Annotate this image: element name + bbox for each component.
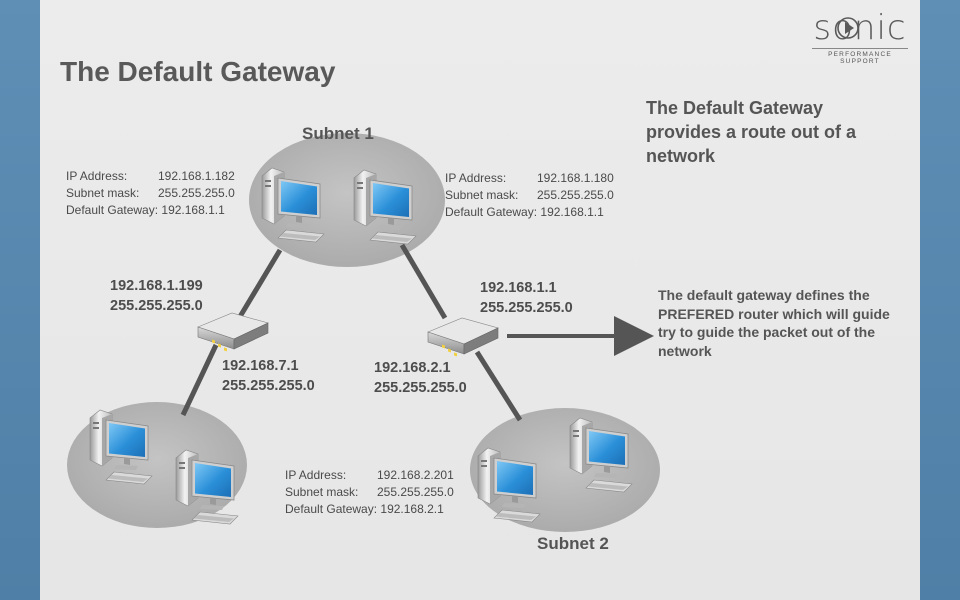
- mask-value: 255.255.255.0: [222, 378, 315, 394]
- link-left-router-subnet3: [180, 343, 219, 417]
- ip-label: IP Address:: [445, 171, 507, 185]
- logo-play-icon: [837, 17, 859, 39]
- gateway-value: 192.168.2.1: [380, 502, 444, 516]
- ip-label: IP Address:: [66, 169, 128, 183]
- sonic-logo: sonic PERFORMANCE SUPPORT: [812, 10, 908, 65]
- ip-value: 192.168.1.180: [537, 171, 614, 185]
- gateway-label: Default Gateway:: [285, 502, 378, 516]
- mask-value: 255.255.255.0: [537, 188, 614, 202]
- mask-value: 255.255.255.0: [110, 298, 203, 314]
- headline: The Default Gateway provides a route out…: [646, 98, 857, 166]
- subnet-2-label: Subnet 2: [537, 534, 609, 553]
- host-info-201: IP Address: 192.168.2.201 Subnet mask: 255…: [285, 467, 454, 518]
- mask-label: Subnet mask:: [285, 485, 359, 499]
- host-info-180: IP Address: 192.168.1.180 Subnet mask: 255…: [445, 170, 614, 221]
- ip-value: 192.168.7.1: [222, 358, 299, 374]
- right-router-upper-address: 192.168.1.1 255.255.255.0: [480, 278, 573, 318]
- right-router-lower-address: 192.168.2.1 255.255.255.0: [374, 358, 467, 398]
- mask-label: Subnet mask:: [66, 186, 140, 200]
- ip-value: 192.168.2.1: [374, 360, 451, 376]
- ip-value: 192.168.1.1: [480, 280, 557, 296]
- slide: sonic PERFORMANCE SUPPORT The Default Ga…: [40, 0, 920, 600]
- logo-tagline: PERFORMANCE SUPPORT: [812, 48, 908, 65]
- mask-label: Subnet mask:: [445, 188, 519, 202]
- ip-value: 192.168.2.201: [377, 468, 454, 482]
- mask-value: 255.255.255.0: [374, 380, 467, 396]
- link-subnet1-right-router: [399, 243, 448, 320]
- host-info-182: IP Address: 192.168.1.182 Subnet mask: 255…: [66, 168, 235, 219]
- subnet-1-label: Subnet 1: [302, 124, 374, 143]
- mask-value: 255.255.255.0: [480, 300, 573, 316]
- gateway-label: Default Gateway:: [445, 205, 538, 219]
- gateway-value: 192.168.1.1: [540, 205, 604, 219]
- router-icon: [427, 317, 499, 357]
- ip-label: IP Address:: [285, 468, 347, 482]
- left-router-lower-address: 192.168.7.1 255.255.255.0: [222, 356, 315, 396]
- gateway-note: The default gateway defines the PREFERED…: [658, 287, 890, 359]
- ip-value: 192.168.1.182: [158, 169, 235, 183]
- page-title: The Default Gateway: [60, 56, 336, 87]
- mask-value: 255.255.255.0: [377, 485, 454, 499]
- link-right-router-subnet2: [474, 350, 523, 422]
- router-icon: [197, 312, 269, 352]
- left-router-upper-address: 192.168.1.199 255.255.255.0: [110, 276, 203, 316]
- network-diagram: [67, 17, 859, 532]
- gateway-value: 192.168.1.1: [161, 203, 225, 217]
- play-icon: [845, 22, 854, 34]
- gateway-label: Default Gateway:: [66, 203, 159, 217]
- ip-value: 192.168.1.199: [110, 278, 203, 294]
- logo-wordmark: sonic: [813, 8, 907, 48]
- mask-value: 255.255.255.0: [158, 186, 235, 200]
